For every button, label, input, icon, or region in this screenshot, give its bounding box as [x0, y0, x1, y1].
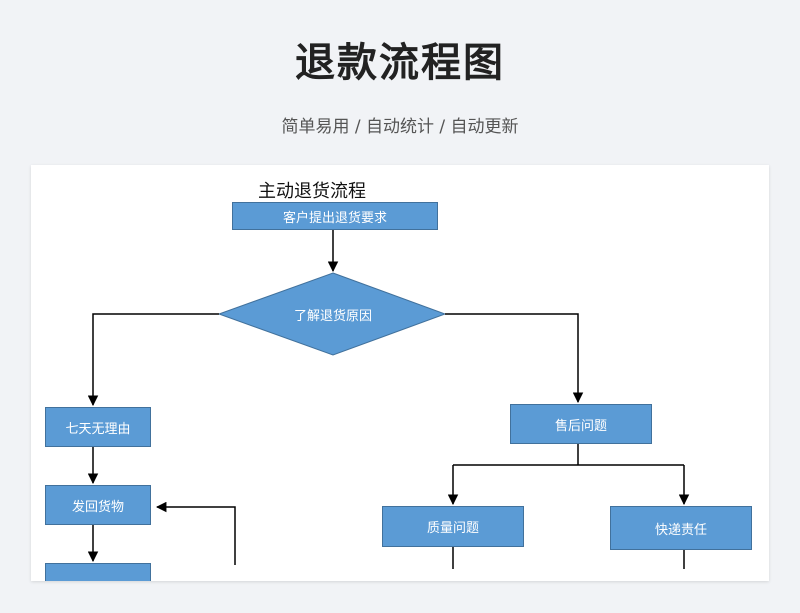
node-request: 客户提出退货要求 — [232, 202, 438, 230]
page-title: 退款流程图 — [295, 40, 505, 86]
node-courier: 快递责任 — [610, 506, 752, 550]
node-next-partial — [45, 563, 151, 581]
diagram-card: 主动退货流程 客户提出退货要求 了解退货原因 七天无理由 发回货物 售后问题 质… — [31, 165, 769, 581]
node-ship-back: 发回货物 — [45, 485, 151, 525]
node-reason-label: 了解退货原因 — [293, 308, 372, 324]
arrow-reason-to-after-sales — [445, 313, 584, 404]
arrow-reason-to-no-reason — [87, 313, 219, 407]
node-quality: 质量问题 — [382, 506, 524, 547]
decision-diamond — [217, 272, 447, 356]
page-subtitle: 简单易用 / 自动统计 / 自动更新 — [281, 117, 519, 137]
connector-lines — [87, 230, 690, 569]
arrow-return-to-ship-back — [155, 501, 236, 565]
node-no-reason: 七天无理由 — [45, 407, 151, 447]
node-after-sales: 售后问题 — [510, 404, 652, 444]
flow-title: 主动退货流程 — [258, 181, 366, 202]
